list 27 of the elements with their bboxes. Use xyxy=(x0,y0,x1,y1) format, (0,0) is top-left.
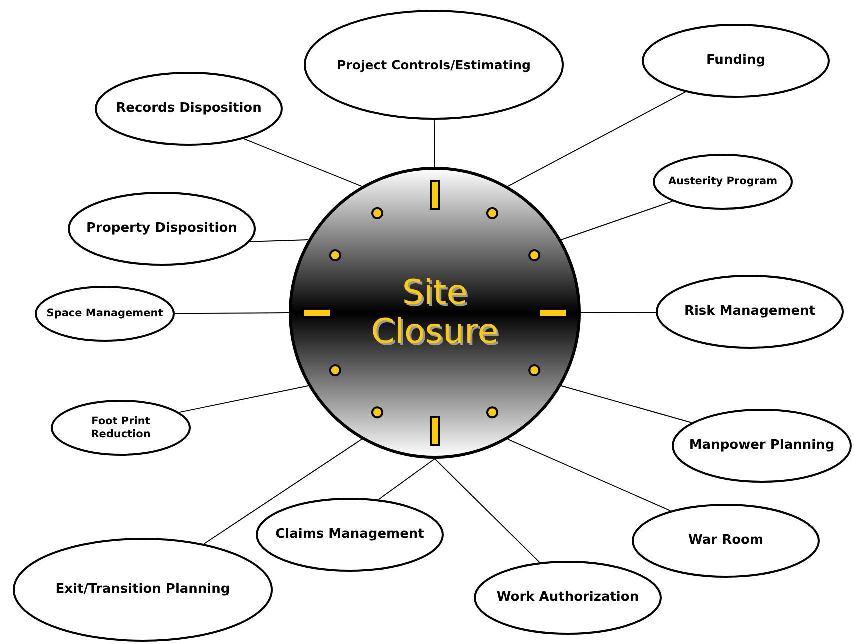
topic-label: Manpower Planning xyxy=(688,438,836,454)
connector-line xyxy=(560,386,692,424)
connector-line xyxy=(560,200,674,240)
connector-line xyxy=(508,92,686,188)
topic-label: Claims Management xyxy=(274,527,426,543)
topic-label: Austerity Program xyxy=(667,176,779,188)
connector-line xyxy=(580,312,656,314)
topic-label: Exit/Transition Planning xyxy=(54,582,232,598)
connector-line xyxy=(250,240,310,242)
topic-label: Funding xyxy=(705,53,767,69)
topic-label: War Room xyxy=(687,533,764,549)
topic-label: Records Disposition xyxy=(115,101,263,117)
connector-line xyxy=(204,438,362,545)
topic-label: Work Authorization xyxy=(496,590,640,606)
topic-label: Project Controls/Estimating xyxy=(336,58,532,72)
connector-line xyxy=(434,120,436,168)
hub-title: Site Closure xyxy=(370,274,500,352)
connector-line xyxy=(244,138,362,188)
connector-line xyxy=(378,458,436,500)
topic-label: Property Disposition xyxy=(86,221,238,237)
topic-label: Space Management xyxy=(46,308,164,320)
topic-label: Foot Print Reduction xyxy=(90,415,152,441)
topic-label: Risk Management xyxy=(683,304,817,320)
connector-line xyxy=(434,458,540,564)
connector-line xyxy=(178,386,310,414)
connector-line xyxy=(174,312,290,314)
connector-line xyxy=(508,438,672,512)
